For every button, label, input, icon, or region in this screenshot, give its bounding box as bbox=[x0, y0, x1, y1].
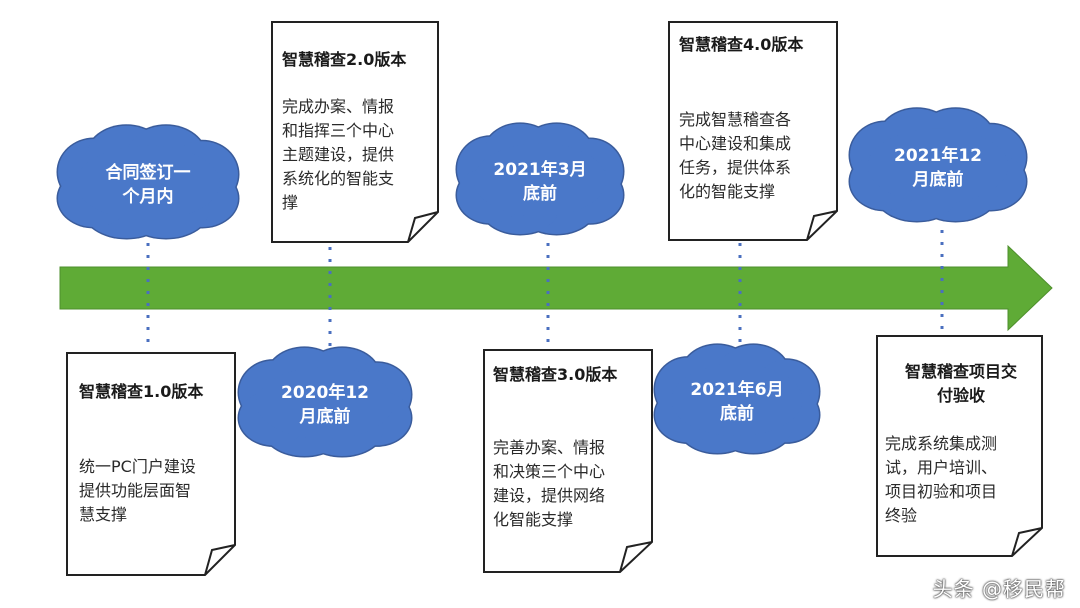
milestone-m5-label: 2021年12 月底前 bbox=[894, 146, 982, 190]
cloud-m1-lobe bbox=[76, 145, 220, 221]
card-v4-body: 完成智慧稽查各 中心建设和集成 任务，提供体系 化的智能支撑 bbox=[679, 110, 792, 201]
card-v2-title: 智慧稽查2.0版本 bbox=[282, 50, 407, 69]
card-v2-shape bbox=[271, 21, 439, 243]
cloud-m3-lobe bbox=[473, 143, 607, 217]
milestone-m3-label: 2021年3月 底前 bbox=[493, 160, 587, 204]
card-v5-title: 智慧稽查项目交 付验收 bbox=[904, 362, 1017, 405]
card-v2-body: 完成办案、情报 和指挥三个中心 主题建设，提供 系统化的智能支 撑 bbox=[282, 97, 395, 212]
milestone-m4-label: 2021年6月 底前 bbox=[690, 380, 784, 424]
card-v3-title: 智慧稽查3.0版本 bbox=[493, 365, 618, 384]
card-v3-body: 完善办案、情报 和决策三个中心 建设，提供网络 化智能支撑 bbox=[493, 438, 606, 529]
timeline-arrow bbox=[59, 244, 1053, 332]
watermark: 头条 @移民帮 bbox=[932, 577, 1066, 601]
card-v5-shape bbox=[876, 335, 1043, 557]
cloud-m2 bbox=[237, 346, 413, 458]
card-v3-shape bbox=[483, 349, 653, 573]
cloud-m5 bbox=[848, 107, 1028, 223]
card-v1-body: 统一PC门户建设 提供功能层面智 慧支撑 bbox=[79, 457, 196, 524]
cloud-m3 bbox=[455, 122, 625, 236]
milestone-m2-label: 2020年12 月底前 bbox=[281, 383, 369, 427]
card-v1-shape bbox=[66, 352, 236, 576]
cloud-m4 bbox=[653, 343, 821, 455]
cloud-m1 bbox=[56, 124, 240, 240]
milestone-clouds bbox=[56, 107, 1028, 458]
card-v4-title: 智慧稽查4.0版本 bbox=[679, 35, 804, 54]
cloud-m2-lobe bbox=[256, 366, 394, 440]
card-v5-body: 完成系统集成测 试，用户培训、 项目初验和项目 终验 bbox=[885, 434, 998, 525]
card-v4-shape bbox=[668, 21, 838, 241]
milestone-m1-label: 合同签订一 个月内 bbox=[105, 163, 191, 207]
cloud-m4-lobe bbox=[671, 363, 803, 437]
card-v1-title: 智慧稽查1.0版本 bbox=[79, 382, 204, 401]
cloud-m5-lobe bbox=[867, 128, 1009, 204]
